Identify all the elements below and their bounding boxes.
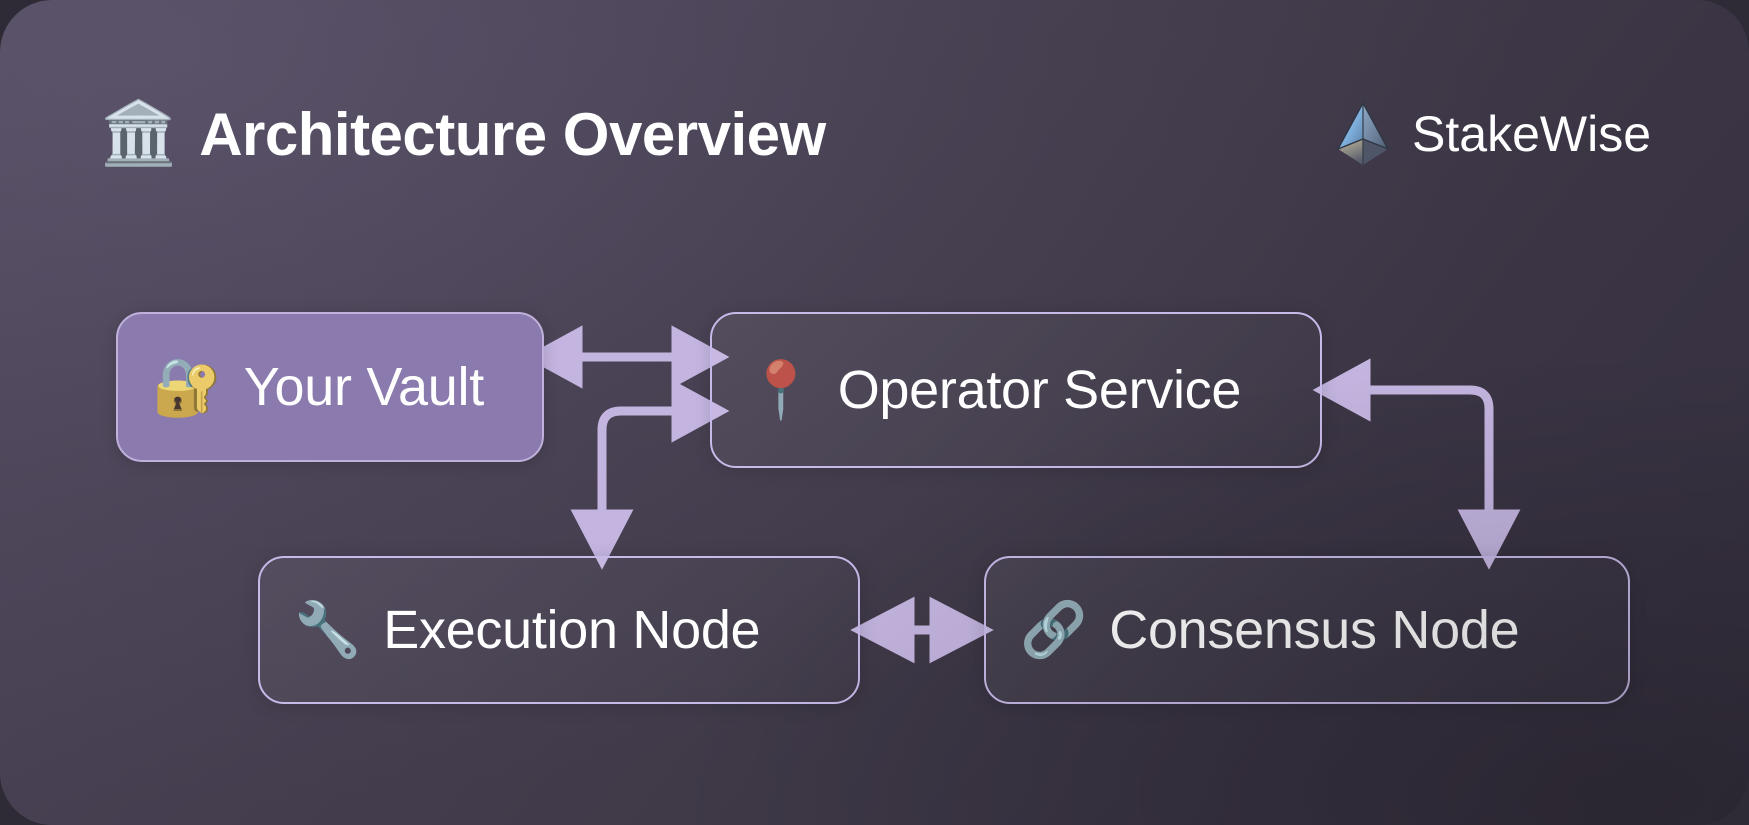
header: 🏛️ Architecture Overview [0, 84, 1749, 184]
stakewise-pyramid-icon [1336, 101, 1390, 165]
classical-building-icon: 🏛️ [100, 99, 178, 168]
brand-group: StakeWise [1334, 84, 1651, 184]
chain-link-icon: 🔗 [1020, 600, 1088, 660]
node-execution-node[interactable]: 🔧 Execution Node [258, 556, 860, 704]
node-execution-node-label: Execution Node [383, 600, 761, 660]
node-consensus-node[interactable]: 🔗 Consensus Node [984, 556, 1630, 704]
edge-operator-consensus [1312, 358, 1521, 570]
node-consensus-node-label: Consensus Node [1109, 600, 1520, 660]
node-your-vault-label: Your Vault [243, 357, 484, 417]
brand-name: StakeWise [1412, 106, 1651, 162]
node-operator-service-label: Operator Service [837, 360, 1242, 420]
edge-vault-operator [524, 325, 730, 389]
wrench-icon: 🔧 [294, 600, 362, 660]
node-your-vault[interactable]: 🔐 Your Vault [116, 312, 544, 462]
location-pin-icon: 📍 [746, 358, 816, 421]
page-title-group: 🏛️ Architecture Overview [100, 84, 826, 184]
edge-execution-operator [570, 379, 730, 570]
edge-execution-consensus [850, 596, 994, 664]
safe-vault-icon: 🔐 [152, 355, 222, 418]
node-operator-service[interactable]: 📍 Operator Service [710, 312, 1322, 468]
page-title: Architecture Overview [199, 100, 826, 168]
